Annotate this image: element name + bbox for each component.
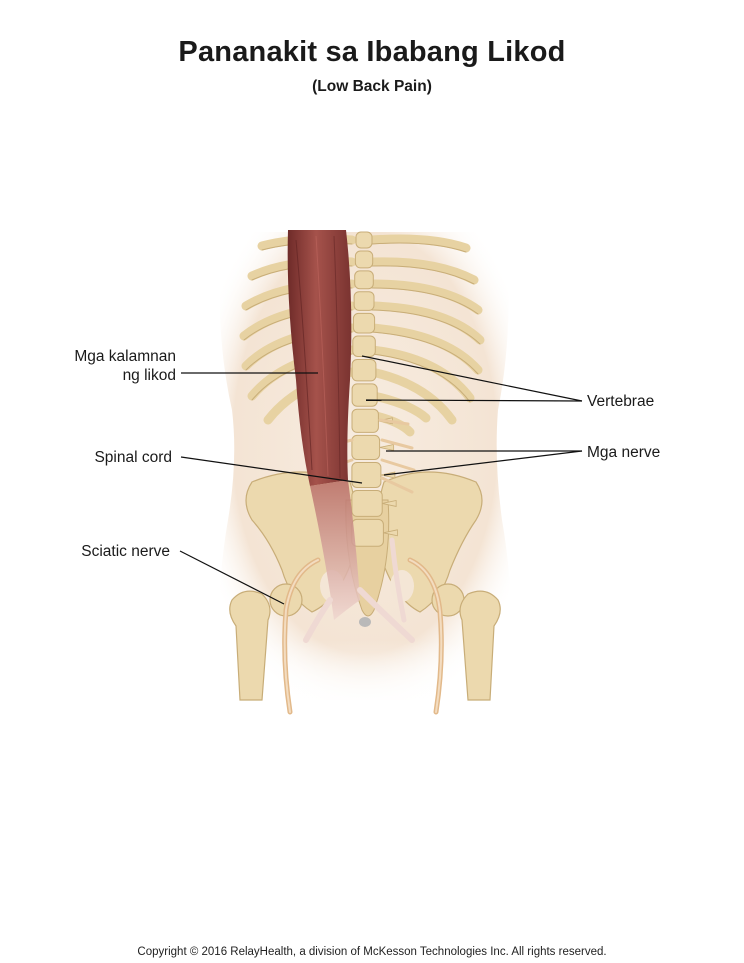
label-nerves: Mga nerve — [587, 444, 661, 461]
leader-vertebrae-lower — [365, 399, 583, 402]
vertebra — [352, 335, 376, 357]
vertebra — [351, 462, 382, 488]
vertebra — [351, 359, 377, 382]
vertebra — [351, 434, 381, 460]
vertebra — [355, 231, 373, 249]
leader-lines — [179, 355, 583, 605]
vertebra — [351, 490, 383, 517]
label-spinal-cord: Spinal cord — [94, 449, 172, 466]
vertebra — [351, 408, 379, 433]
vertebra — [353, 291, 375, 311]
label-back-muscles-line1: Mga kalamnan — [74, 348, 176, 365]
transverse-process — [379, 443, 395, 451]
leader-spinal-cord — [180, 456, 363, 484]
page-title: Pananakit sa Ibabang Likod — [178, 36, 566, 68]
copyright-notice: Copyright © 2016 RelayHealth, a division… — [137, 946, 607, 958]
vertebra — [351, 518, 384, 547]
leader-sciatic-nerve — [179, 550, 285, 605]
transverse-process — [382, 499, 397, 507]
vertebra — [352, 312, 376, 334]
label-back-muscles: Mga kalamnan ng likod — [40, 347, 176, 385]
transverse-process — [383, 529, 398, 537]
label-sciatic-nerve: Sciatic nerve — [81, 543, 170, 560]
vertebra — [354, 250, 374, 269]
vertebra — [354, 270, 374, 290]
label-back-muscles-line2: ng likod — [122, 367, 176, 384]
label-vertebrae: Vertebrae — [587, 393, 655, 410]
leader-vertebrae-upper — [361, 355, 583, 402]
leader-nerves-lower — [383, 450, 583, 476]
back-muscle — [287, 230, 415, 643]
ribs-right — [367, 234, 485, 437]
page-subtitle: (Low Back Pain) — [312, 78, 432, 95]
vertebra — [351, 383, 378, 407]
